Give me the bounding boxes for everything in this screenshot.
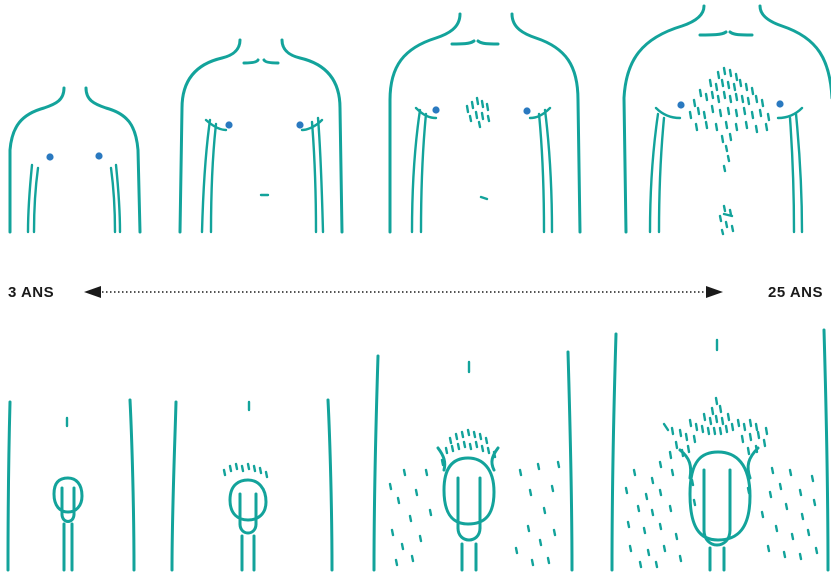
nipple-right [95, 152, 102, 159]
torso-stage-2 [180, 40, 342, 232]
nipple-left [432, 106, 439, 113]
torso-stage-3 [390, 14, 580, 232]
chest-hair-full [690, 68, 769, 234]
nipple-right [523, 107, 530, 114]
age-start-label: 3 ANS [8, 284, 54, 301]
nipple-right [296, 121, 303, 128]
pubic-hair-sparse [224, 464, 267, 477]
age-end-label: 25 ANS [768, 284, 823, 301]
chest-hair-sparse [467, 98, 489, 127]
arrow-right-icon [706, 286, 723, 298]
nipple-left [225, 121, 232, 128]
torso-stage-4 [624, 6, 831, 234]
nipple-right [776, 100, 783, 107]
pelvis-stage-2 [172, 400, 332, 570]
pelvis-stage-4 [612, 330, 828, 570]
torso-stage-1 [10, 88, 140, 232]
nipple-left [46, 153, 53, 160]
pelvis-stage-3 [374, 352, 572, 570]
timeline: 3 ANS 25 ANS [8, 284, 823, 301]
pelvis-stage-1 [8, 400, 134, 570]
arrow-left-icon [84, 286, 101, 298]
navel [481, 197, 487, 199]
pubic-hair-full [626, 398, 817, 567]
nipple-left [677, 101, 684, 108]
